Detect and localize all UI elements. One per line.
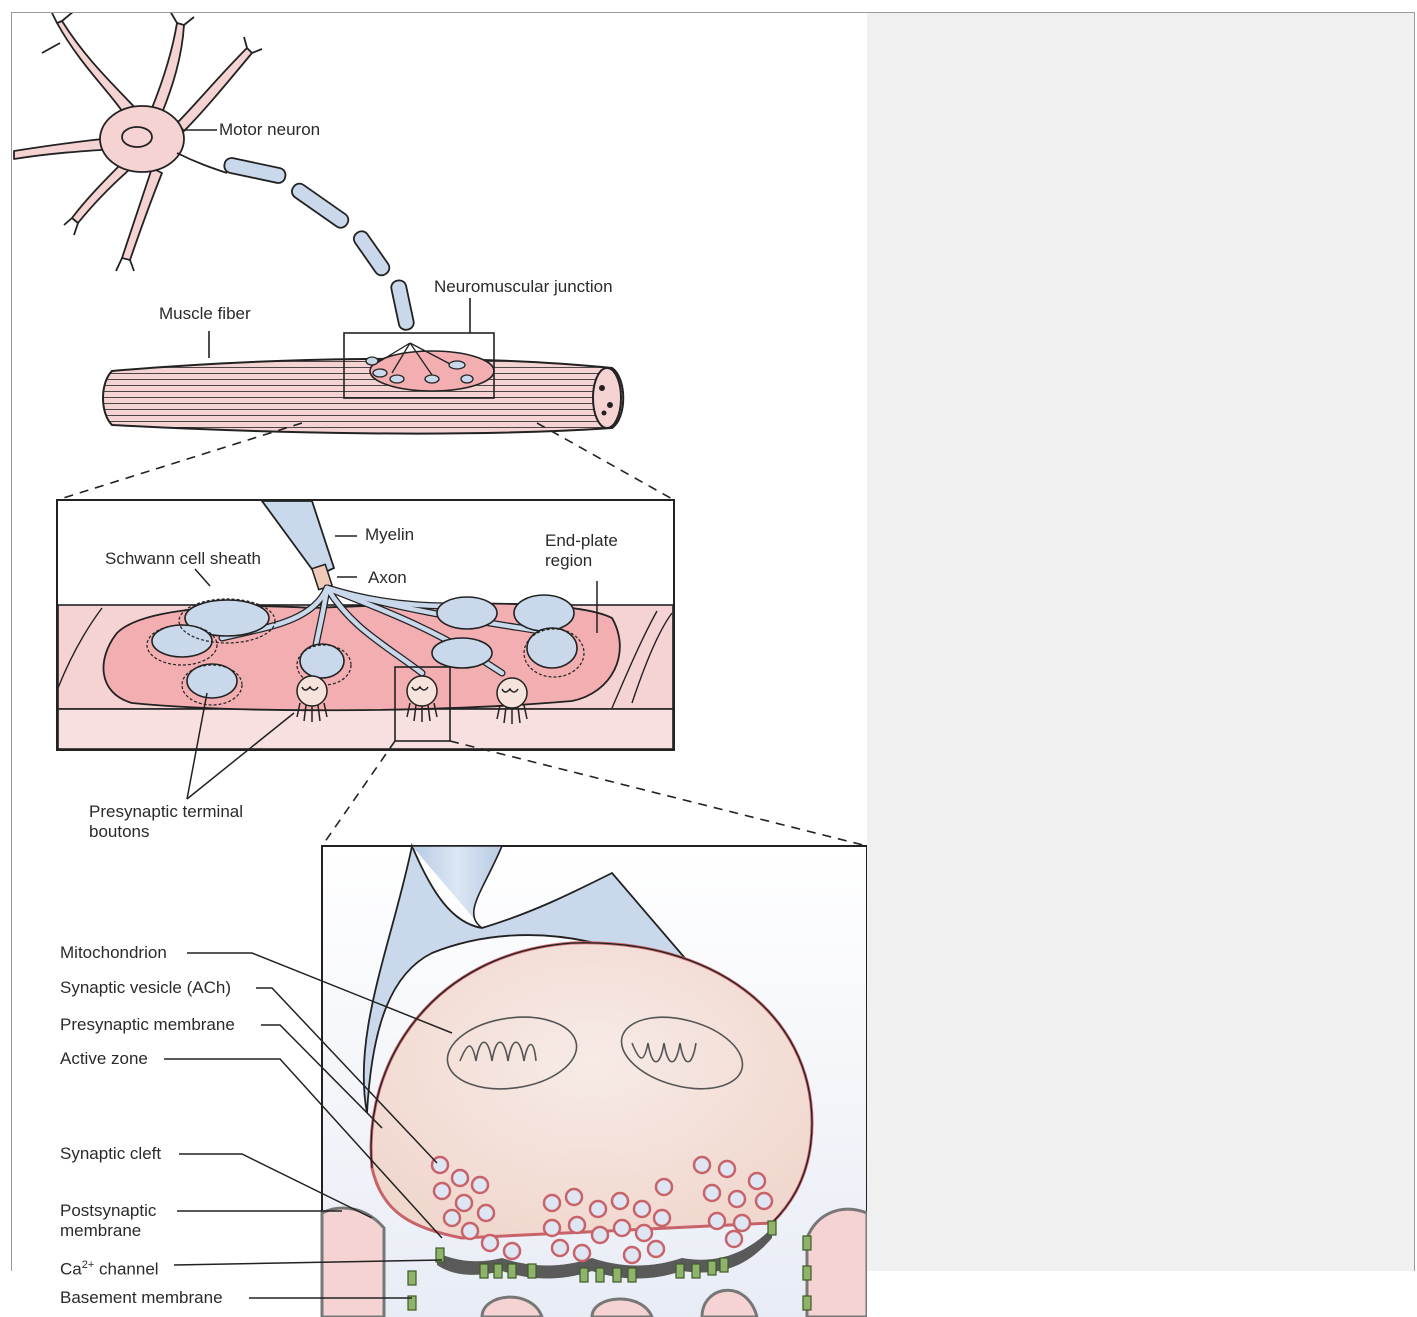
- vesicle: [504, 1243, 520, 1259]
- synapse-detail-panel: [322, 846, 867, 1317]
- vesicle: [749, 1173, 765, 1189]
- vesicle: [434, 1183, 450, 1199]
- label-neuromuscular-junction: Neuromuscular junction: [434, 277, 613, 297]
- vesicle: [456, 1195, 472, 1211]
- vesicle: [612, 1193, 628, 1209]
- vesicle: [544, 1220, 560, 1236]
- vesicle: [452, 1170, 468, 1186]
- label-ca-channel: Ca2+ channel: [60, 1255, 159, 1280]
- ca-channel: [803, 1296, 811, 1310]
- diagram-canvas: Motor neuron Neuromuscular junction Musc…: [12, 13, 867, 1317]
- label-end-plate-region: End-plate region: [545, 531, 635, 571]
- vesicle: [574, 1245, 590, 1261]
- vesicle: [472, 1177, 488, 1193]
- vesicle: [552, 1240, 568, 1256]
- vesicle: [462, 1223, 478, 1239]
- zoom-lines-2: [322, 741, 867, 846]
- vesicle: [544, 1195, 560, 1211]
- label-myelin: Myelin: [365, 525, 414, 545]
- label-active-zone: Active zone: [60, 1049, 148, 1069]
- label-synaptic-cleft: Synaptic cleft: [60, 1144, 161, 1164]
- label-synaptic-vesicle: Synaptic vesicle (ACh): [60, 978, 231, 998]
- vesicle: [444, 1210, 460, 1226]
- vesicle: [592, 1227, 608, 1243]
- label-basement-membrane: Basement membrane: [60, 1288, 223, 1308]
- ca-channel: [580, 1268, 588, 1282]
- ca-channel: [508, 1264, 516, 1278]
- ca-channel: [720, 1258, 728, 1272]
- ca-channel: [528, 1264, 536, 1278]
- label-presynaptic-membrane: Presynaptic membrane: [60, 1015, 235, 1035]
- vesicle: [694, 1157, 710, 1173]
- neuromuscular-junction-diagram: [12, 13, 867, 1317]
- vesicle: [654, 1210, 670, 1226]
- ca-channel-prefix: Ca: [60, 1260, 82, 1279]
- vesicle: [726, 1231, 742, 1247]
- label-schwann-cell-sheath: Schwann cell sheath: [105, 549, 261, 569]
- vesicle: [590, 1201, 606, 1217]
- vesicle: [478, 1205, 494, 1221]
- vesicle: [566, 1189, 582, 1205]
- vesicle: [569, 1217, 585, 1233]
- ca-channel: [676, 1264, 684, 1278]
- ca-channel: [613, 1268, 621, 1282]
- label-axon: Axon: [368, 568, 407, 588]
- ca-channel-suffix: channel: [94, 1260, 158, 1279]
- label-motor-neuron: Motor neuron: [219, 120, 320, 140]
- vesicle: [656, 1179, 672, 1195]
- vesicle: [729, 1191, 745, 1207]
- ca-channel: [692, 1264, 700, 1278]
- label-presynaptic-terminal-boutons: Presynaptic terminal boutons: [89, 802, 289, 842]
- vesicle: [482, 1235, 498, 1251]
- vesicle: [734, 1215, 750, 1231]
- ca-channel: [803, 1236, 811, 1250]
- ca-channel: [803, 1266, 811, 1280]
- ca-channel: [708, 1261, 716, 1275]
- ca-channel: [494, 1264, 502, 1278]
- ca-channel-superscript: 2+: [82, 1259, 95, 1271]
- vesicle: [624, 1247, 640, 1263]
- vesicle: [719, 1161, 735, 1177]
- ca-channel: [768, 1221, 776, 1235]
- vesicle: [614, 1220, 630, 1236]
- label-muscle-fiber: Muscle fiber: [159, 304, 251, 324]
- vesicle: [648, 1241, 664, 1257]
- motor-neuron: [14, 13, 415, 331]
- vesicle: [756, 1193, 772, 1209]
- ca-channel: [408, 1271, 416, 1285]
- label-postsynaptic-membrane: Postsynaptic membrane: [60, 1201, 178, 1241]
- label-mitochondrion: Mitochondrion: [60, 943, 167, 963]
- zoom-lines-1: [57, 423, 674, 500]
- ca-channel: [480, 1264, 488, 1278]
- ca-channel: [628, 1268, 636, 1282]
- vesicle: [634, 1201, 650, 1217]
- vesicle: [636, 1225, 652, 1241]
- ca-channel: [596, 1268, 604, 1282]
- vesicle: [709, 1213, 725, 1229]
- vesicle: [704, 1185, 720, 1201]
